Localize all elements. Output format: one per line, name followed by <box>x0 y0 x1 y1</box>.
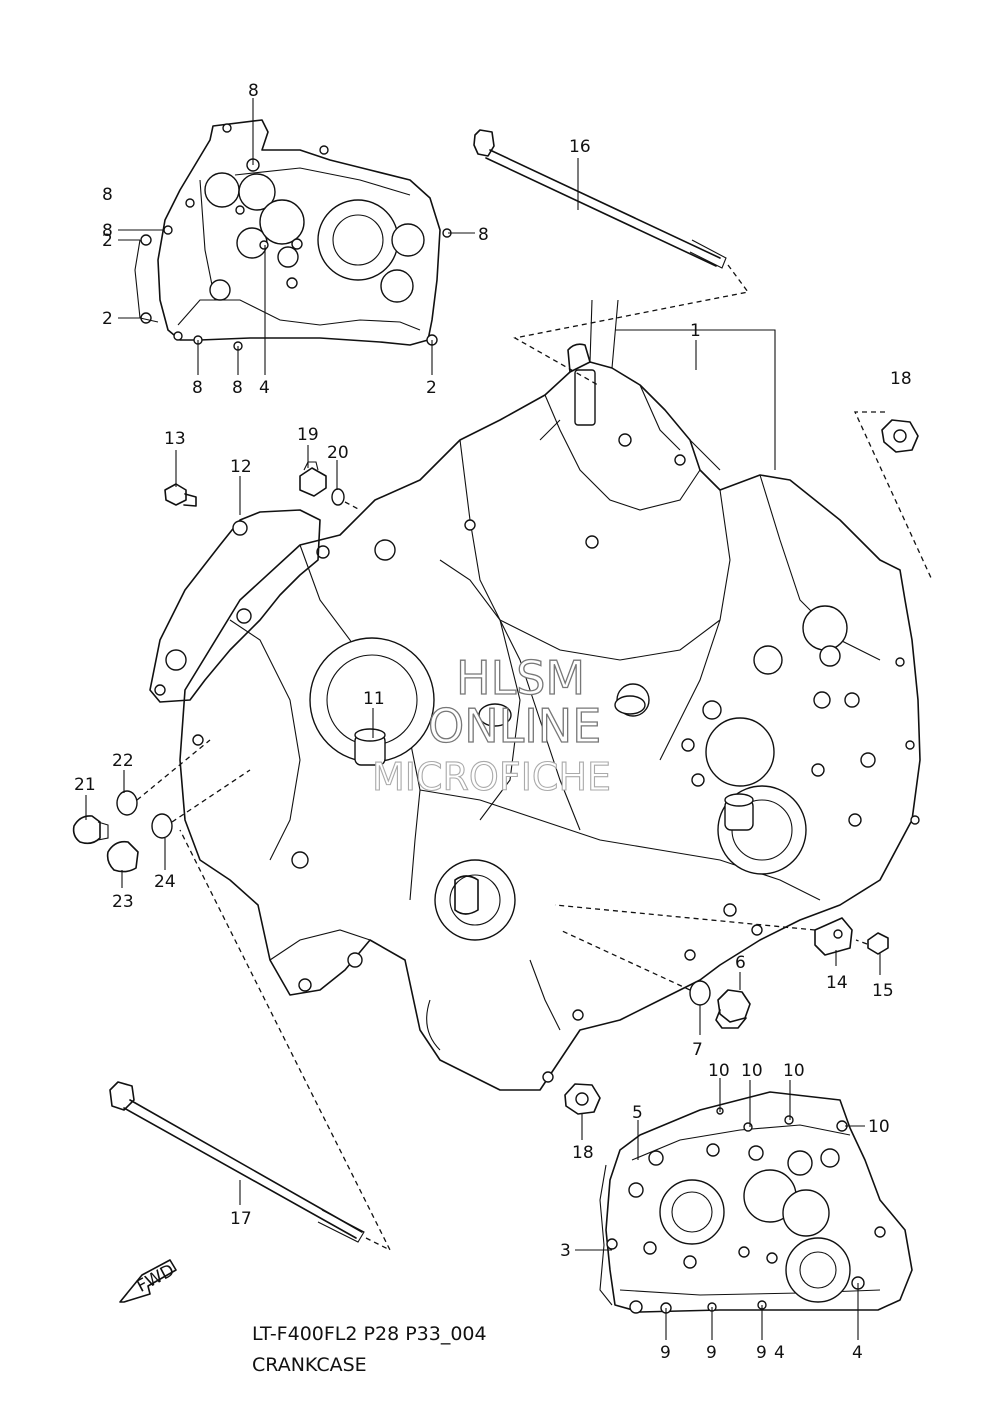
callouts: 8 8 8 8 8 8 2 2 2 4 16 1 18 13 19 20 12 … <box>74 81 912 1363</box>
bolt-13 <box>164 483 197 507</box>
callout-8: 8 <box>102 185 113 205</box>
diagram-title: CRANKCASE <box>252 1354 367 1376</box>
nut-18-upper <box>853 411 933 581</box>
callout-23: 23 <box>112 892 134 912</box>
callout-3: 3 <box>560 1241 571 1261</box>
long-bolt-17 <box>109 829 392 1252</box>
callout-24: 24 <box>154 872 176 892</box>
watermark-line-3: MICROFICHE <box>372 755 611 799</box>
long-bolt-16 <box>473 129 750 386</box>
fitting-19 <box>299 461 327 497</box>
fwd-arrow-icon: FWD <box>119 1259 178 1303</box>
callout-2: 2 <box>102 309 113 329</box>
callout-8: 8 <box>192 378 203 398</box>
callout-8: 8 <box>478 225 489 245</box>
bolt-15 <box>855 932 889 955</box>
gasket-12 <box>149 509 321 703</box>
callout-10: 10 <box>868 1117 890 1137</box>
bracket-14 <box>554 904 853 956</box>
oring-24 <box>151 769 251 839</box>
left-crankcase-half-inner-view <box>134 119 452 351</box>
callout-2: 2 <box>102 231 113 251</box>
washer-7 <box>559 929 711 1006</box>
fwd-label: FWD <box>134 1260 178 1296</box>
callout-18: 18 <box>890 369 912 389</box>
callout-19: 19 <box>297 425 319 445</box>
plug-21 <box>72 815 109 845</box>
callout-4: 4 <box>259 378 270 398</box>
callout-8: 8 <box>102 221 113 241</box>
nut-18-lower <box>564 1083 601 1115</box>
callout-10: 10 <box>741 1061 763 1081</box>
watermark-line-1: HLSM <box>456 651 585 705</box>
callout-16: 16 <box>569 137 591 157</box>
callout-5: 5 <box>632 1103 643 1123</box>
diagram-code: LT-F400FL2 P28 P33_004 <box>252 1323 487 1345</box>
drain-plug-6 <box>715 989 751 1029</box>
oring-22 <box>116 739 211 816</box>
callout-7: 7 <box>692 1040 703 1060</box>
callout-10: 10 <box>708 1061 730 1081</box>
callout-6: 6 <box>735 953 746 973</box>
leader-lines <box>85 98 881 1340</box>
callout-2: 2 <box>426 378 437 398</box>
washer-20 <box>331 488 361 511</box>
callout-13: 13 <box>164 429 186 449</box>
callout-9: 9 <box>706 1343 717 1363</box>
watermark-line-2: ONLINE <box>428 699 601 753</box>
caption: LT-F400FL2 P28 P33_004 CRANKCASE <box>252 1323 487 1376</box>
main-crankcase-assembly <box>179 299 921 1091</box>
cap-23 <box>106 840 139 873</box>
callout-10: 10 <box>783 1061 805 1081</box>
callout-9: 9 <box>660 1343 671 1363</box>
callout-22: 22 <box>112 751 134 771</box>
callout-20: 20 <box>327 443 349 463</box>
watermark: HLSM ONLINE MICROFICHE <box>371 650 611 799</box>
callout-12: 12 <box>230 457 252 477</box>
callout-8: 8 <box>248 81 259 101</box>
right-crankcase-half-inner-view <box>599 1091 913 1314</box>
callout-15: 15 <box>872 981 894 1001</box>
callout-4: 4 <box>774 1343 785 1363</box>
callout-18: 18 <box>572 1143 594 1163</box>
callout-21: 21 <box>74 775 96 795</box>
callout-8: 8 <box>232 378 243 398</box>
callout-4: 4 <box>852 1343 863 1363</box>
callout-11: 11 <box>363 689 385 709</box>
callout-17: 17 <box>230 1209 252 1229</box>
callout-9: 9 <box>756 1343 767 1363</box>
callout-14: 14 <box>826 973 848 993</box>
callout-1: 1 <box>690 321 701 341</box>
